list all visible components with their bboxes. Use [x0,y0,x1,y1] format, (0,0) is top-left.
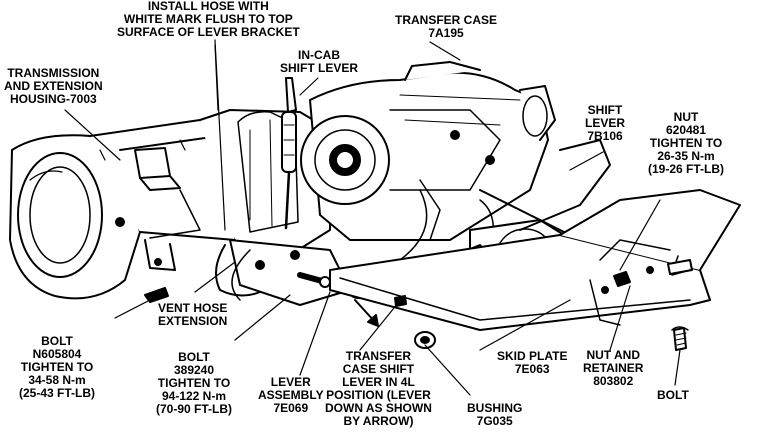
transfer-case-drawing [300,61,601,261]
shift-lever-label: SHIFT LEVER 7B106 [585,103,626,143]
lever-assembly-label: LEVER ASSEMBLY 7E069 [258,375,324,415]
bushing-label: BUSHING 7G035 [467,401,523,428]
nut-and-retainer-label: NUT AND RETAINER 803802 [583,348,644,388]
leader-lines [64,41,681,396]
in-cab-shift-lever-label: IN-CAB SHIFT LEVER [280,48,359,75]
transmission-housing-drawing [9,119,241,300]
transfer-case-shift-lever-label: TRANSFER CASE SHIFT LEVER IN 4L POSITION… [325,349,432,428]
install-hose-label: INSTALL HOSE WITH WHITE MARK FLUSH TO TO… [117,0,300,39]
transfer-case-label: TRANSFER CASE 7A195 [395,13,498,40]
in-cab-shift-lever-drawing [281,77,297,230]
lever-down-arrow [354,299,379,327]
vent-hose-label: VENT HOSE EXTENSION [158,301,228,328]
bolt-label: BOLT [657,388,689,402]
nut-620481-label: NUT 620481 TIGHTEN TO 26-35 N-m (19-26 F… [648,110,725,176]
bolt-n605804-label: BOLT N605804 TIGHTEN TO 34-58 N-m (25-43… [19,334,96,400]
skid-plate-label: SKID PLATE 7E063 [497,349,568,376]
skid-plate-drawing [329,189,741,331]
transmission-housing-label: TRANSMISSION AND EXTENSION HOUSING-7003 [4,66,103,106]
bolt-389240-label: BOLT 389240 TIGHTEN TO 94-122 N-m (70-90… [156,350,233,416]
